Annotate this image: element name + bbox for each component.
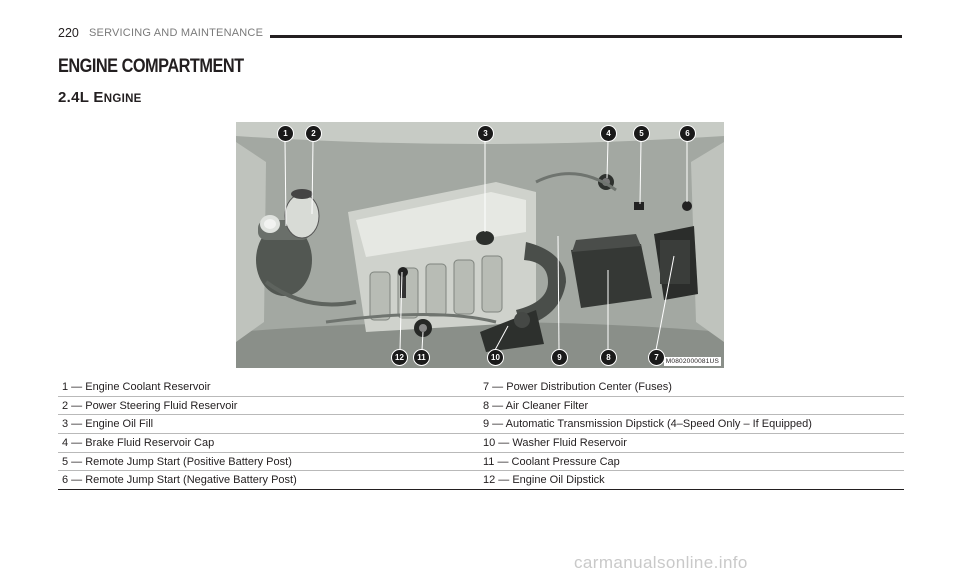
callout-2: 2 xyxy=(305,125,322,142)
legend-row: 1 — Engine Coolant Reservoir 7 — Power D… xyxy=(58,378,904,397)
callout-1: 1 xyxy=(277,125,294,142)
callout-7: 7 xyxy=(648,349,665,366)
legend-row: 5 — Remote Jump Start (Positive Battery … xyxy=(58,453,904,472)
callout-3: 3 xyxy=(477,125,494,142)
legend-row: 3 — Engine Oil Fill 9 — Automatic Transm… xyxy=(58,415,904,435)
legend-row: 2 — Power Steering Fluid Reservoir 8 — A… xyxy=(58,397,904,416)
callout-6: 6 xyxy=(679,125,696,142)
legend-item: 3 — Engine Oil Fill xyxy=(62,418,154,431)
legend-row: 4 — Brake Fluid Reservoir Cap 10 — Washe… xyxy=(58,434,904,453)
callout-5: 5 xyxy=(633,125,650,142)
legend-item: 2 — Power Steering Fluid Reservoir xyxy=(62,399,238,412)
legend-item: 7 — Power Distribution Center (Fuses) xyxy=(483,381,672,393)
watermark-link[interactable]: carmanualsonline.info xyxy=(574,553,748,572)
legend-item: 5 — Remote Jump Start (Positive Battery … xyxy=(62,455,292,468)
legend-item: 10 — Washer Fluid Reservoir xyxy=(483,437,627,450)
page-header: 220 SERVICING AND MAINTENANCE xyxy=(58,26,904,42)
legend-item: 11 — Coolant Pressure Cap xyxy=(483,455,620,468)
figure-id: M0802000081US xyxy=(663,357,721,366)
page-title: ENGINE COMPARTMENT xyxy=(58,56,244,77)
legend-item: 4 — Brake Fluid Reservoir Cap xyxy=(62,437,215,450)
callout-12: 12 xyxy=(391,349,408,366)
legend-item: 6 — Remote Jump Start (Negative Battery … xyxy=(62,474,297,487)
legend-item: 1 — Engine Coolant Reservoir xyxy=(62,381,211,393)
legend-item: 8 — Air Cleaner Filter xyxy=(483,399,589,412)
legend-table: 1 — Engine Coolant Reservoir 7 — Power D… xyxy=(58,378,904,491)
callout-11: 11 xyxy=(413,349,430,366)
legend-item: 12 — Engine Oil Dipstick xyxy=(483,474,605,487)
callout-9: 9 xyxy=(551,349,568,366)
legend-row: 6 — Remote Jump Start (Negative Battery … xyxy=(58,471,904,491)
engine-illustration xyxy=(236,122,724,368)
subtitle-rest: NGINE xyxy=(103,93,142,105)
callout-4: 4 xyxy=(600,125,617,142)
header-rule xyxy=(270,35,902,38)
page-subtitle: 2.4L ENGINE xyxy=(58,89,142,106)
subtitle-lead: 2.4L E xyxy=(58,89,104,106)
legend-item: 9 — Automatic Transmission Dipstick (4–S… xyxy=(483,418,812,431)
engine-compartment-figure: 1 2 3 4 5 6 7 8 9 10 11 12 M0802000081US xyxy=(236,122,724,368)
callout-10: 10 xyxy=(487,349,504,366)
callout-8: 8 xyxy=(600,349,617,366)
page-number: 220 xyxy=(58,26,79,40)
section-title: SERVICING AND MAINTENANCE xyxy=(89,27,264,39)
